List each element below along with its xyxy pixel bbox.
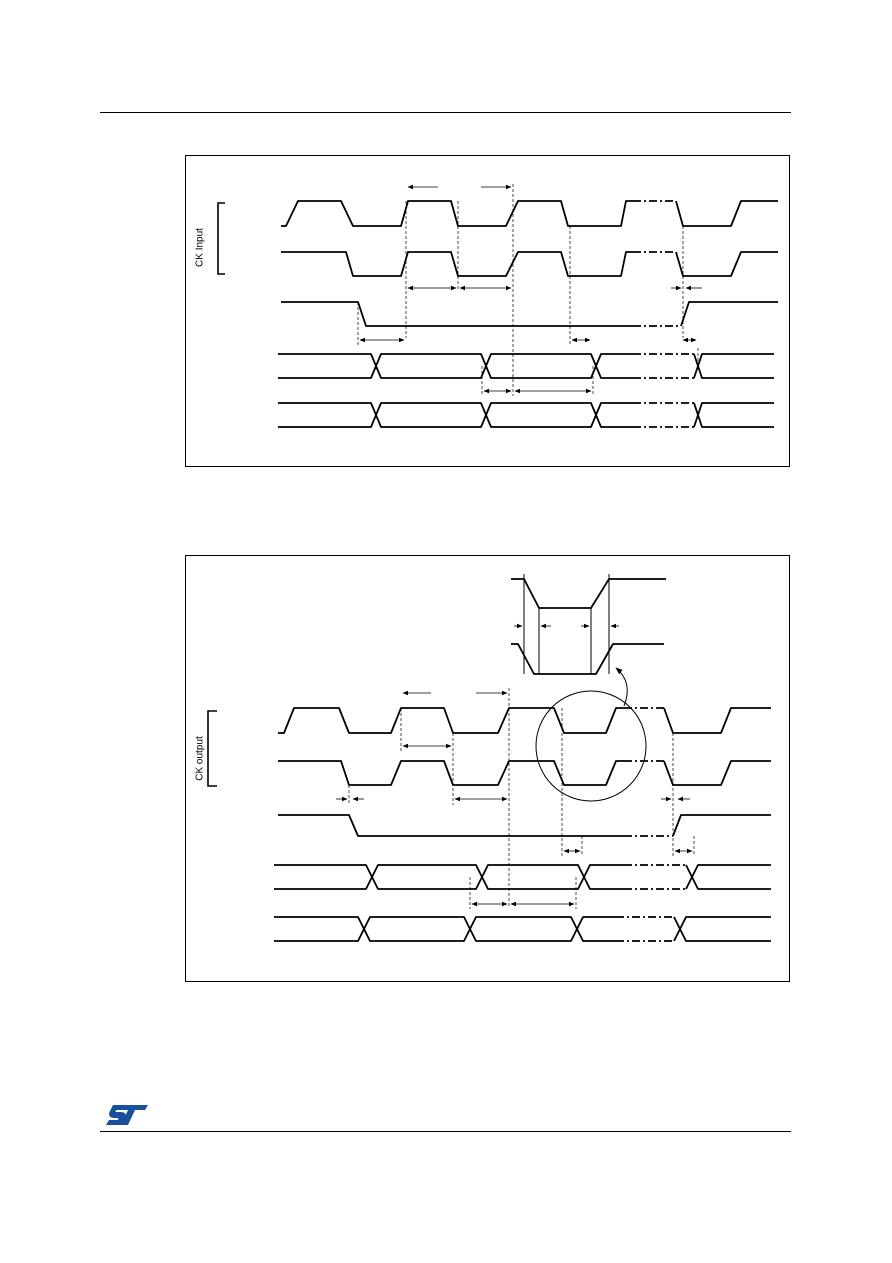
data-bus-1-end	[685, 864, 771, 890]
zoom-detail-guides	[523, 574, 610, 674]
zoom-circle	[535, 690, 647, 802]
data-bus-2	[278, 402, 633, 428]
st-logo	[106, 1105, 148, 1125]
timing-diagram-ck-output: CK output	[185, 555, 790, 982]
data-bus-2-end	[693, 402, 774, 428]
control-signal-end	[680, 301, 778, 327]
ck-signal-2	[281, 251, 633, 277]
ck-signal-2-end	[663, 760, 771, 786]
timing-diagram-2-svg	[207, 574, 771, 942]
control-signal-end	[672, 814, 771, 837]
data-bus-1-gap	[633, 353, 694, 379]
data-bus-2-end	[673, 916, 771, 942]
data-bus-1-gap	[624, 864, 686, 890]
ck-signal-2	[278, 760, 624, 786]
zoom-detail-signal-2	[511, 643, 664, 675]
data-bus-2-gap	[616, 916, 674, 942]
ck-signal-2-end	[675, 251, 778, 277]
timing-diagram-ck-input: CK Input	[185, 155, 790, 467]
header-rule	[100, 112, 791, 113]
timing-guide-lines	[348, 688, 695, 909]
footer-rule	[100, 1131, 791, 1132]
control-signal	[278, 814, 624, 837]
data-bus-1	[278, 353, 633, 379]
timing-guide-lines	[357, 184, 699, 396]
ck-signal-1	[281, 200, 633, 227]
data-bus-2	[274, 916, 616, 942]
ck-output-label: CK output	[194, 736, 206, 781]
zoom-pointer-arrow	[615, 667, 628, 707]
signal-group-bracket	[207, 710, 217, 787]
data-bus-1-end	[693, 353, 774, 379]
ck-input-label: CK Input	[194, 228, 206, 267]
ck-signal-1-end	[663, 707, 771, 734]
control-signal	[281, 301, 633, 327]
signal-group-bracket	[217, 202, 225, 275]
data-bus-2-gap	[633, 402, 694, 428]
ck-signal-1-end	[675, 200, 778, 227]
zoom-detail-signal-1	[511, 578, 666, 609]
timing-diagram-1-svg	[217, 184, 778, 428]
st-logo-shape	[106, 1105, 148, 1125]
ck-signal-1	[278, 707, 624, 734]
data-bus-1	[274, 864, 624, 890]
